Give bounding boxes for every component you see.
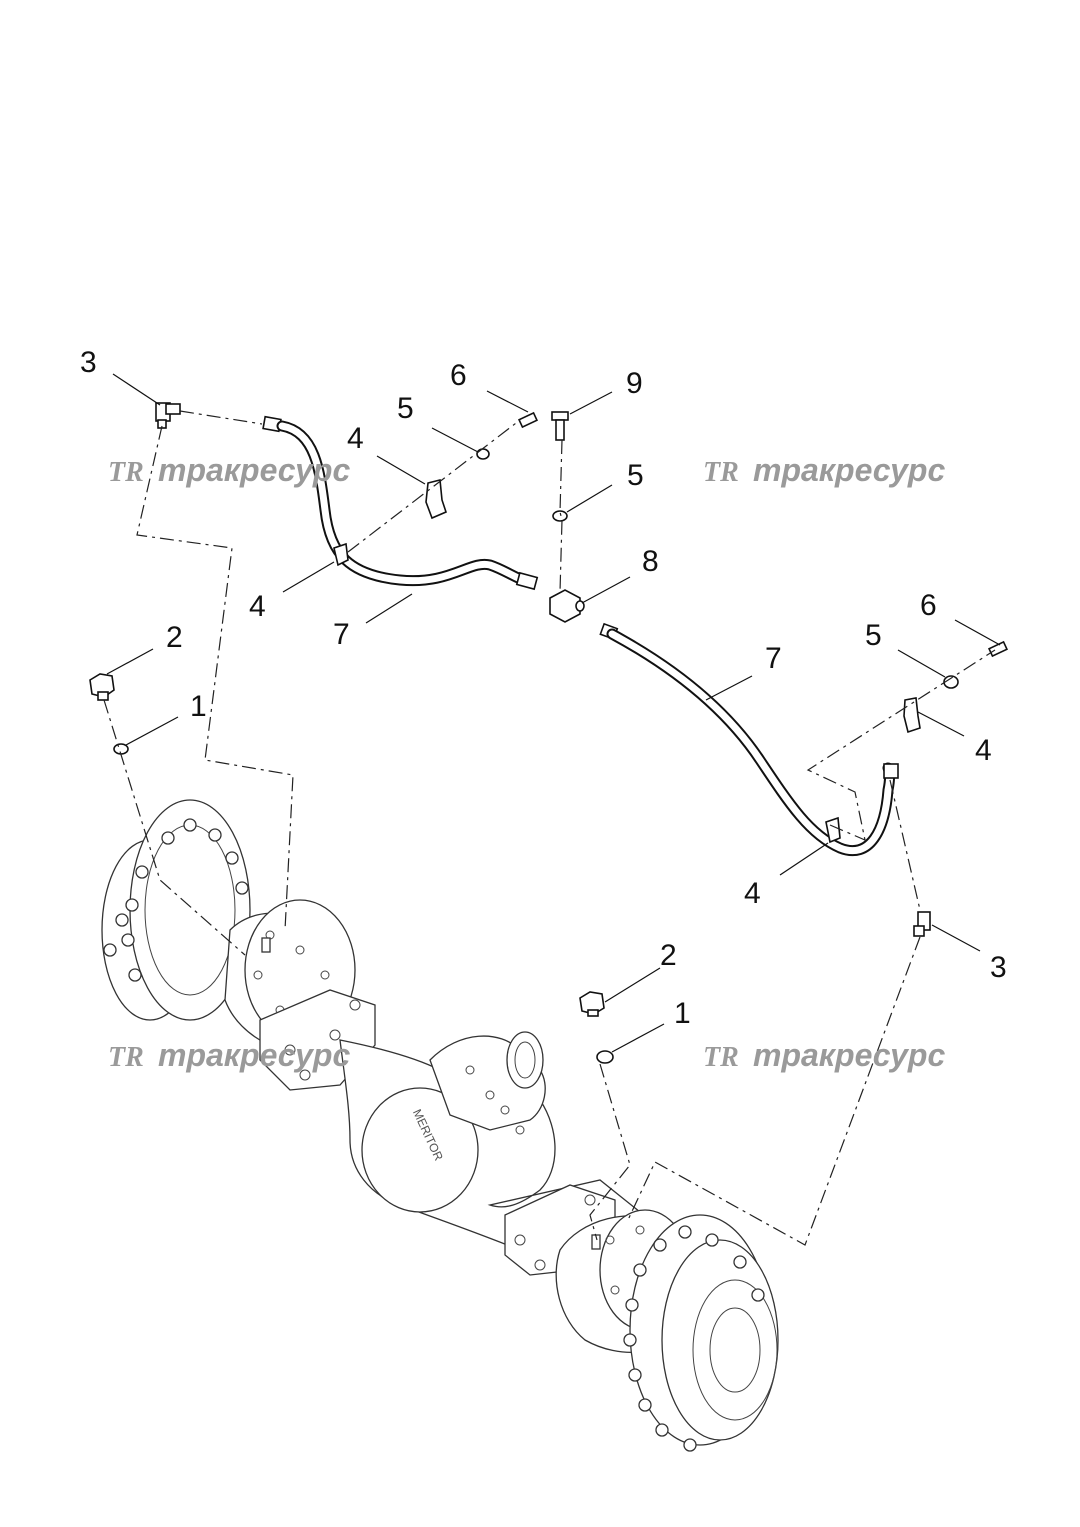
callout-3-right: 3 xyxy=(990,951,1007,984)
callout-5-center: 5 xyxy=(627,459,644,492)
callout-1-right: 1 xyxy=(674,997,691,1030)
callout-4-lower-left: 4 xyxy=(249,590,266,623)
elbow-fitting-3-right xyxy=(913,911,931,937)
callout-3-left: 3 xyxy=(80,346,97,379)
washer-1-left xyxy=(113,743,129,755)
callout-2-right: 2 xyxy=(660,939,677,972)
bolt-6-left xyxy=(517,411,539,429)
clamp-4-on-hose-right xyxy=(825,816,841,844)
callout-2-left: 2 xyxy=(166,621,183,654)
callout-8: 8 xyxy=(642,545,659,578)
watermark-bottom-right: TR тракресурс xyxy=(703,1037,945,1073)
breather-cap-2-right xyxy=(579,991,605,1017)
callout-7-right: 7 xyxy=(765,642,782,675)
callout-1-left: 1 xyxy=(190,690,207,723)
bolt-9 xyxy=(551,411,569,441)
callout-4-right: 4 xyxy=(975,734,992,767)
callout-4-upper-left: 4 xyxy=(347,422,364,455)
callout-7-left: 7 xyxy=(333,618,350,651)
left-hose-assembly xyxy=(155,402,585,623)
watermark-logo: TR xyxy=(108,1042,144,1073)
callout-5-right: 5 xyxy=(865,619,882,652)
tee-block-8 xyxy=(549,589,585,623)
axle-assembly: MERITOR xyxy=(101,799,779,1452)
hose-7-left xyxy=(276,420,534,588)
clamp-4-on-hose-left xyxy=(333,542,349,567)
washer-5-left xyxy=(476,448,490,460)
washer-5-right xyxy=(943,675,959,689)
clamp-4-loose-right xyxy=(903,697,921,734)
watermark-text: тракресурс xyxy=(753,1037,945,1073)
clamp-4-loose-left xyxy=(425,478,447,520)
assembly-lines xyxy=(103,410,996,1246)
watermark-logo: TR xyxy=(703,1042,739,1073)
callout-6-right: 6 xyxy=(920,589,937,622)
left-hub-bolts xyxy=(103,818,249,982)
callout-4-lower-right: 4 xyxy=(744,877,761,910)
callout-6-left: 6 xyxy=(450,359,467,392)
watermark-logo: TR xyxy=(108,457,144,488)
watermark-text: тракресурс xyxy=(753,452,945,488)
right-hose-assembly xyxy=(599,622,1009,937)
elbow-fitting-3-left xyxy=(155,402,181,429)
washer-5-center xyxy=(552,510,568,522)
washer-1-right xyxy=(596,1050,614,1064)
callout-9: 9 xyxy=(626,367,643,400)
callouts: 3 6 9 5 4 5 8 4 7 2 1 6 5 7 4 4 3 2 1 xyxy=(80,346,1007,1030)
watermark-bottom-left: TR тракресурс xyxy=(108,1037,350,1073)
watermark-top-left: TR тракресурс xyxy=(108,452,350,488)
right-hub-bolts xyxy=(623,1225,765,1452)
leader-lines xyxy=(106,373,1001,1053)
watermark-logo: TR xyxy=(703,457,739,488)
callout-5-left: 5 xyxy=(397,392,414,425)
breather-cap-2-left xyxy=(89,673,115,701)
watermark-text: тракресурс xyxy=(158,1037,350,1073)
watermark-top-right: TR тракресурс xyxy=(703,452,945,488)
watermark-text: тракресурс xyxy=(158,452,350,488)
